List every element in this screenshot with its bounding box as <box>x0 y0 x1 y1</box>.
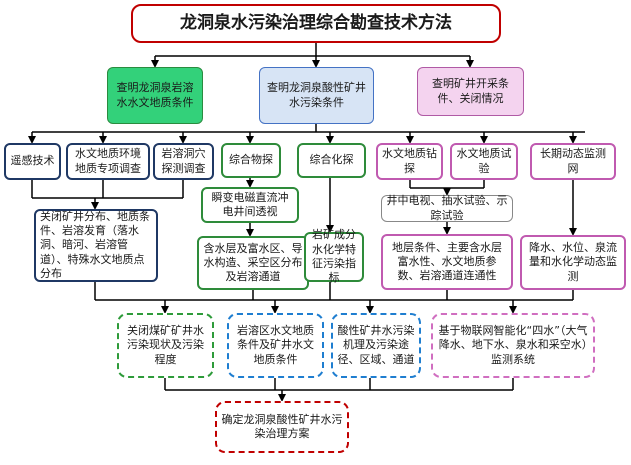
monitoring-result: 降水、水位、泉流量和水化学动态监测 <box>520 235 626 290</box>
tier1-karst-hydrogeology: 查明龙洞泉岩溶水水文地质条件 <box>107 67 203 124</box>
method-tests: 水文地质试验 <box>450 143 518 180</box>
geophysics-result: 含水层及富水区、导水构造、采空区分布及岩溶通道 <box>197 236 309 290</box>
diagram-title: 龙洞泉水污染治理综合勘查技术方法 <box>131 4 501 43</box>
drilling-result: 地层条件、主要含水层富水性、水文地质参数、岩溶通道连通性 <box>381 234 513 290</box>
geochemistry-result: 岩矿成分水化学特征污染指标 <box>304 228 364 284</box>
outcome-pollution-mechanism: 酸性矿井水污染机理及污染途径、区域、通道 <box>331 313 421 378</box>
tier1-acid-mine-water: 查明龙洞泉酸性矿井水污染条件 <box>259 67 374 124</box>
tier1-mine-conditions: 查明矿井开采条件、关闭情况 <box>417 67 524 116</box>
tem-method: 瞬变电磁直流冲电井间透视 <box>201 187 299 223</box>
method-cave-survey: 岩溶洞穴探测调查 <box>153 143 214 180</box>
outcome-iot-monitoring: 基于物联网智能化“四水”（大气降水、地下水、泉水和采空水）监测系统 <box>431 313 595 378</box>
method-remote-sensing: 遥感技术 <box>4 143 61 180</box>
method-geochemistry: 综合化探 <box>297 143 366 178</box>
outcome-hydro-conditions: 岩溶区水文地质条件及矿井水文地质条件 <box>227 313 324 378</box>
survey-result: 关闭矿井分布、地质条件、岩溶发育（落水洞、暗河、岩溶管道）、特殊水文地质点分布 <box>34 209 158 282</box>
method-geophysics: 综合物探 <box>221 143 281 178</box>
final-plan: 确定龙洞泉酸性矿井水污染治理方案 <box>215 401 349 453</box>
outcome-pollution-status: 关闭煤矿矿井水污染现状及污染程度 <box>117 313 214 378</box>
method-monitoring: 长期动态监测网 <box>530 143 616 180</box>
test-list: 井中电视、抽水试验、示踪试验 <box>381 194 513 222</box>
method-drilling: 水文地质钻探 <box>376 143 443 180</box>
method-field-survey: 水文地质环境地质专项调查 <box>66 143 150 180</box>
